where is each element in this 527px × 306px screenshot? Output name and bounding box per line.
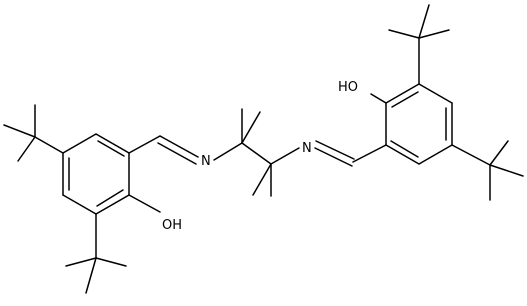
bond xyxy=(370,93,387,104)
bond xyxy=(270,147,300,165)
left-tert-butyl-bottom xyxy=(65,213,127,294)
bond xyxy=(95,257,127,267)
right-tert-butyl-bottom xyxy=(451,140,524,201)
bond xyxy=(95,133,130,154)
double-bond xyxy=(96,189,124,207)
double-bond xyxy=(390,140,419,158)
bond xyxy=(62,194,97,215)
double-bond xyxy=(97,140,125,157)
bond xyxy=(85,257,97,294)
central-backbone xyxy=(213,108,300,197)
bond xyxy=(418,29,450,39)
bond xyxy=(241,142,272,165)
left-tert-butyl-top xyxy=(3,104,64,162)
bond xyxy=(388,29,420,39)
left-aromatic-ring xyxy=(62,133,130,215)
double-bond xyxy=(314,147,353,167)
bond xyxy=(489,164,524,177)
right-imine xyxy=(314,140,387,167)
bond xyxy=(62,133,97,154)
bond xyxy=(418,83,453,104)
double-bond xyxy=(157,142,197,165)
right-tert-butyl-top xyxy=(388,4,450,85)
right-aromatic-ring xyxy=(385,83,453,165)
bond xyxy=(385,144,420,165)
double-bond xyxy=(159,135,199,158)
bond xyxy=(418,144,453,165)
double-bond xyxy=(391,91,419,108)
bond xyxy=(213,142,243,161)
double-bond xyxy=(315,140,355,160)
bond xyxy=(241,111,261,144)
left-oh-label: OH xyxy=(162,218,182,233)
bond xyxy=(95,194,130,215)
bond xyxy=(128,194,161,213)
bond xyxy=(128,135,161,154)
bond xyxy=(352,144,387,163)
bond xyxy=(418,4,430,39)
right-oh-label: HO xyxy=(338,80,358,95)
bond xyxy=(252,163,272,196)
left-imine xyxy=(128,135,199,165)
bond xyxy=(385,83,420,104)
left-n-label: N xyxy=(201,154,211,169)
bond xyxy=(65,257,97,267)
bond xyxy=(3,124,36,138)
right-n-label: N xyxy=(302,141,312,156)
bond xyxy=(17,136,36,162)
bond xyxy=(34,136,64,154)
bond xyxy=(451,144,491,166)
bond xyxy=(489,140,509,166)
